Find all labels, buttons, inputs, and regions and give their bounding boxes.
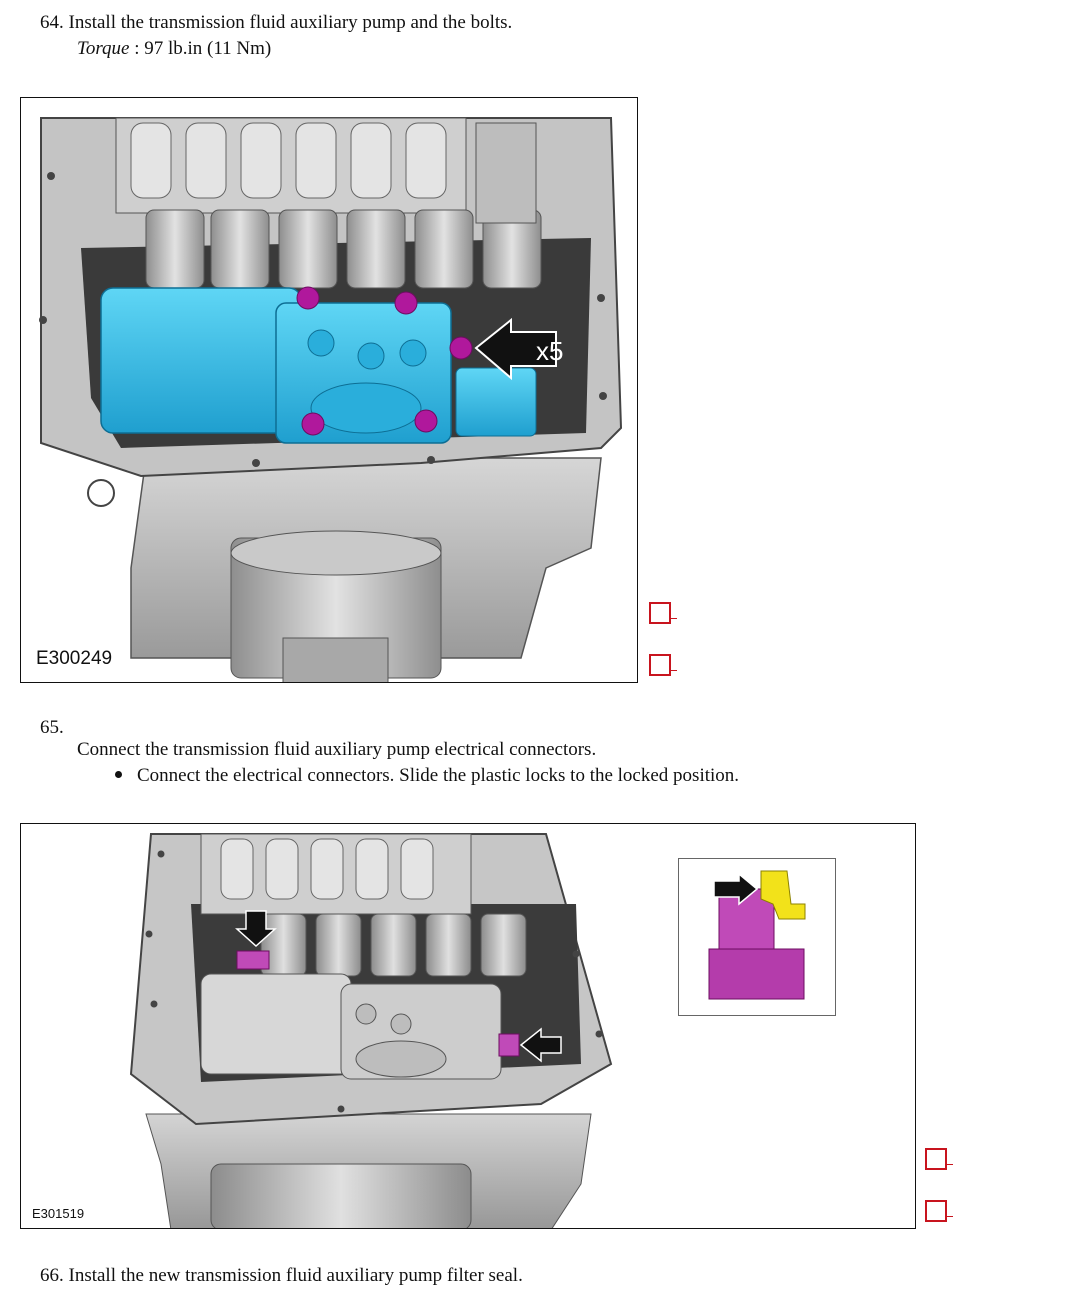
slide-arrow <box>713 872 759 906</box>
figure-e300249: x5 E300249 <box>20 97 638 683</box>
inset-detail <box>678 858 836 1016</box>
figure-id: E300249 <box>36 648 113 669</box>
torque-label: Torque <box>77 38 130 59</box>
bullet-text: Connect the electrical connectors. Slide… <box>137 765 740 786</box>
step-text: Install the new transmission fluid auxil… <box>68 1265 523 1286</box>
connector-arrow <box>235 910 277 948</box>
step-64-heading: 64. Install the transmission fluid auxil… <box>40 11 512 35</box>
callout-arrow <box>474 317 557 381</box>
step-64-torque: Torque : 97 lb.in (11 Nm) <box>77 37 271 61</box>
figure-id: E301519 <box>32 1206 85 1221</box>
checkbox[interactable] <box>649 602 677 624</box>
checkbox[interactable] <box>925 1200 953 1222</box>
bolt-count-callout: x5 <box>536 336 564 366</box>
bullet-icon <box>115 771 122 779</box>
step-number: 66. <box>40 1265 64 1286</box>
step-66-heading: 66. Install the new transmission fluid a… <box>40 1264 523 1288</box>
lock-detail-illustration <box>708 870 806 1000</box>
step-text: Install the transmission fluid auxiliary… <box>68 12 513 33</box>
step-65-bullet: Connect the electrical connectors. Slide… <box>115 764 739 788</box>
torque-value: : 97 lb.in (11 Nm) <box>134 38 272 59</box>
checkbox[interactable] <box>649 654 677 676</box>
figure-e301519: E301519 <box>20 823 916 1229</box>
step-65-number: 65. <box>40 717 64 738</box>
step-number: 64. <box>40 12 64 33</box>
step-65-text: Connect the transmission fluid auxiliary… <box>77 739 597 760</box>
connector-illustration <box>129 833 613 1228</box>
pump-install-illustration <box>39 117 623 682</box>
connector-arrow <box>519 1027 562 1063</box>
checkbox[interactable] <box>925 1148 953 1170</box>
